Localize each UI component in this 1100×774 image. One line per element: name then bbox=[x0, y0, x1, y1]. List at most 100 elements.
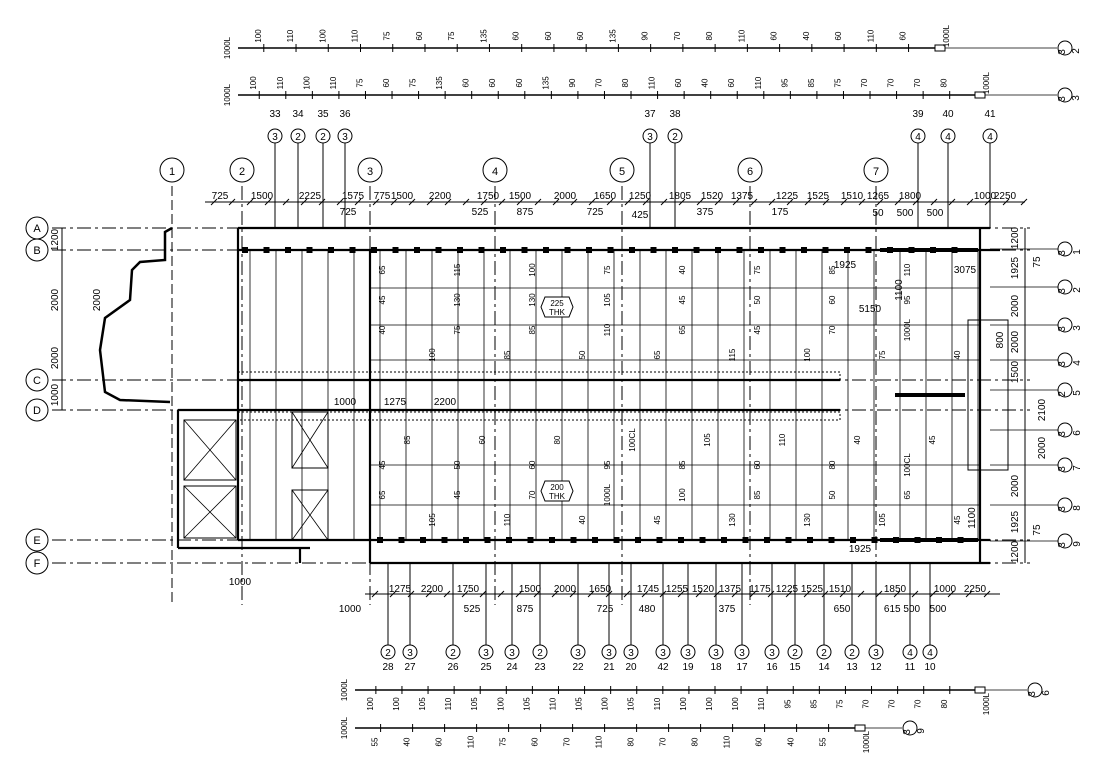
dimension-tick bbox=[606, 198, 614, 206]
sub-grid-bubble bbox=[1057, 241, 1073, 257]
grid-label: F bbox=[34, 558, 41, 570]
sub-bubble-label: 3 bbox=[407, 648, 413, 659]
dimension-tick bbox=[354, 198, 362, 206]
dimension-tick bbox=[425, 590, 433, 598]
dimension-tick bbox=[624, 198, 632, 206]
dimension-value: 1750 bbox=[457, 584, 480, 595]
rebar-value: 70 bbox=[862, 699, 871, 708]
column bbox=[592, 537, 598, 543]
rebar-value: 70 bbox=[594, 78, 603, 87]
sub-bubble-number: 25 bbox=[480, 662, 492, 673]
dimension-tick bbox=[390, 198, 398, 206]
dimension-tick bbox=[408, 198, 416, 206]
grid-label: 3 bbox=[367, 166, 373, 178]
dimension-value: 1375 bbox=[719, 584, 742, 595]
dimension-leader-value: 75 bbox=[1032, 524, 1043, 536]
interior-dimension: 50 bbox=[753, 295, 762, 304]
sub-grid-bubble bbox=[1057, 279, 1073, 295]
rebar-end-label: 1000L bbox=[223, 83, 232, 106]
sub-bubble-number: 13 bbox=[846, 662, 858, 673]
rebar-value: 100 bbox=[601, 697, 610, 711]
interior-dimension: 85 bbox=[753, 490, 762, 499]
dimension-tick bbox=[551, 590, 559, 598]
dimension-value: 1925 bbox=[1010, 510, 1021, 533]
sub-grid-bubble bbox=[1057, 457, 1073, 473]
dimension-tick bbox=[389, 590, 397, 598]
rebar-value: 90 bbox=[568, 78, 577, 87]
dimension-value: 1750 bbox=[477, 191, 500, 202]
column bbox=[521, 247, 528, 253]
dimension-tick bbox=[732, 198, 740, 206]
column bbox=[564, 247, 571, 253]
rebar-end-label: 1000L bbox=[340, 716, 349, 739]
dimension-tick bbox=[444, 198, 452, 206]
column bbox=[328, 247, 334, 253]
dimension-leader-value: 525 bbox=[472, 207, 489, 218]
column bbox=[715, 247, 721, 253]
rebar-value: 110 bbox=[737, 29, 746, 42]
column bbox=[672, 247, 678, 253]
column bbox=[398, 537, 405, 543]
dimension-tick bbox=[983, 590, 991, 598]
dimension-tick bbox=[839, 590, 847, 598]
column bbox=[377, 537, 383, 543]
dimension-value: 1520 bbox=[701, 191, 724, 202]
dimension-tick bbox=[894, 198, 902, 206]
grid-bubble-column bbox=[737, 157, 763, 183]
sub-bubble-number: 42 bbox=[657, 662, 669, 673]
sub-grid-bubble bbox=[380, 644, 396, 660]
sub-grid-bubble bbox=[902, 644, 918, 660]
column bbox=[865, 247, 872, 253]
interior-dimension: 65 bbox=[653, 350, 662, 359]
sub-bubble-label: 3 bbox=[1057, 431, 1068, 437]
interior-dimension: 40 bbox=[678, 265, 687, 274]
grid-bubble-column bbox=[482, 157, 508, 183]
sub-bubble-label: 2 bbox=[385, 648, 391, 659]
dimension-value: 1525 bbox=[807, 191, 830, 202]
interior-dimension: 1275 bbox=[384, 397, 407, 408]
interior-dimension: 130 bbox=[728, 513, 737, 527]
rebar-value: 110 bbox=[723, 735, 732, 748]
sub-bubble-label: 4 bbox=[945, 132, 951, 143]
beam-band bbox=[237, 411, 841, 421]
sub-bubble-label: 3 bbox=[1057, 506, 1068, 512]
interior-dimension: 1100 bbox=[967, 507, 978, 529]
rebar-value: 70 bbox=[913, 78, 922, 87]
column bbox=[392, 247, 399, 253]
interior-dimension: 60 bbox=[753, 460, 762, 469]
interior-dimension: 1925 bbox=[849, 544, 872, 555]
sub-bubble-number: 23 bbox=[534, 662, 546, 673]
interior-dimension: 95 bbox=[903, 295, 912, 304]
dimension-tick bbox=[1020, 198, 1028, 206]
column bbox=[699, 537, 706, 543]
sub-bubble-label: 3 bbox=[1057, 361, 1068, 367]
rebar-value: 95 bbox=[783, 699, 792, 708]
sub-bubble-label: 3 bbox=[713, 648, 719, 659]
rebar-value: 80 bbox=[705, 31, 714, 40]
dimension-leader-value: 50 bbox=[872, 208, 884, 219]
dimension-value: 1500 bbox=[1010, 360, 1021, 383]
sub-bubble-label: 2 bbox=[1057, 391, 1068, 397]
dimension-value: 2000 bbox=[554, 191, 577, 202]
sub-bubble-label: 3 bbox=[1057, 326, 1068, 332]
rebar-value: 110 bbox=[754, 76, 763, 89]
column bbox=[785, 537, 792, 543]
interior-dimension: 50 bbox=[828, 490, 837, 499]
rebar-bubble-label: 3 bbox=[1057, 96, 1068, 102]
dimension-tick bbox=[210, 198, 218, 206]
dimension-tick bbox=[318, 198, 326, 206]
opening bbox=[291, 489, 329, 541]
column bbox=[543, 247, 549, 253]
column bbox=[678, 537, 684, 543]
rebar-value: 85 bbox=[807, 78, 816, 87]
column bbox=[656, 537, 663, 543]
sub-bubble-label: 3 bbox=[483, 648, 489, 659]
rebar-bubble bbox=[1057, 87, 1073, 103]
sub-bubble-number: 36 bbox=[339, 109, 351, 120]
rebar-value: 80 bbox=[621, 78, 630, 87]
grid-bubble-row bbox=[25, 368, 49, 392]
interior-dimension: 100 bbox=[678, 488, 687, 502]
dimension-tick bbox=[552, 198, 560, 206]
dimension-leader-value: 75 bbox=[1032, 256, 1043, 268]
